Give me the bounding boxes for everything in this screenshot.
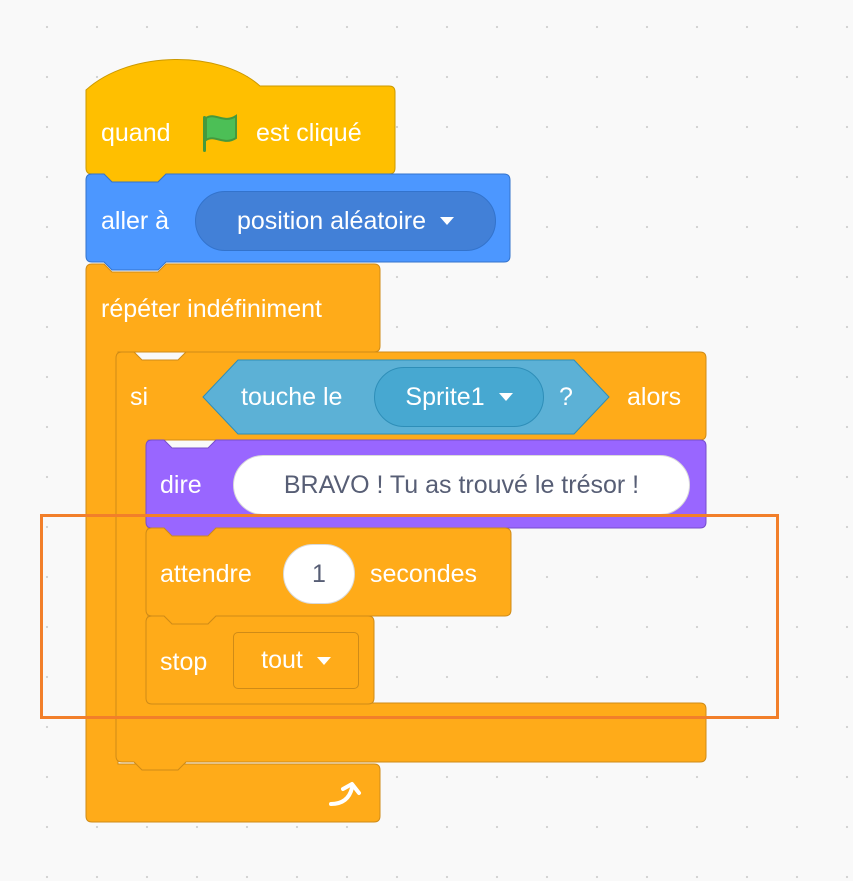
if-label-end: alors [627, 383, 682, 411]
stop-block-shape [145, 615, 375, 705]
wait-unit-label: secondes [370, 560, 478, 588]
touching-label: touche le [241, 383, 343, 411]
forever-block-shape [85, 263, 381, 823]
say-label: dire [160, 471, 202, 499]
wait-seconds-input[interactable]: 1 [283, 544, 355, 604]
wait-label: attendre [160, 560, 252, 588]
stop-dropdown-value: tout [261, 646, 303, 674]
chevron-down-icon [440, 217, 454, 225]
goto-label: aller à [101, 207, 170, 235]
if-label: si [130, 383, 149, 411]
if-block-shape [115, 351, 707, 771]
say-message-input[interactable]: BRAVO ! Tu as trouvé le trésor ! [233, 455, 690, 515]
goto-target-dropdown[interactable]: position aléatoire [195, 191, 496, 251]
touching-sprite-dropdown[interactable]: Sprite1 [374, 367, 544, 427]
touching-question-mark: ? [559, 383, 573, 411]
green-flag-icon [203, 114, 237, 152]
event-label-after: est cliqué [256, 119, 362, 147]
chevron-down-icon [498, 393, 513, 401]
stop-option-dropdown[interactable]: tout [233, 632, 359, 689]
goto-dropdown-value: position aléatoire [236, 206, 426, 235]
event-label-before: quand [101, 119, 171, 147]
forever-label: répéter indéfiniment [101, 295, 322, 323]
touching-dropdown-value: Sprite1 [405, 382, 485, 411]
highlight-rectangle [40, 514, 779, 719]
loop-arrow-icon [329, 782, 361, 806]
chevron-down-icon [316, 656, 331, 665]
stop-label: stop [160, 648, 208, 676]
